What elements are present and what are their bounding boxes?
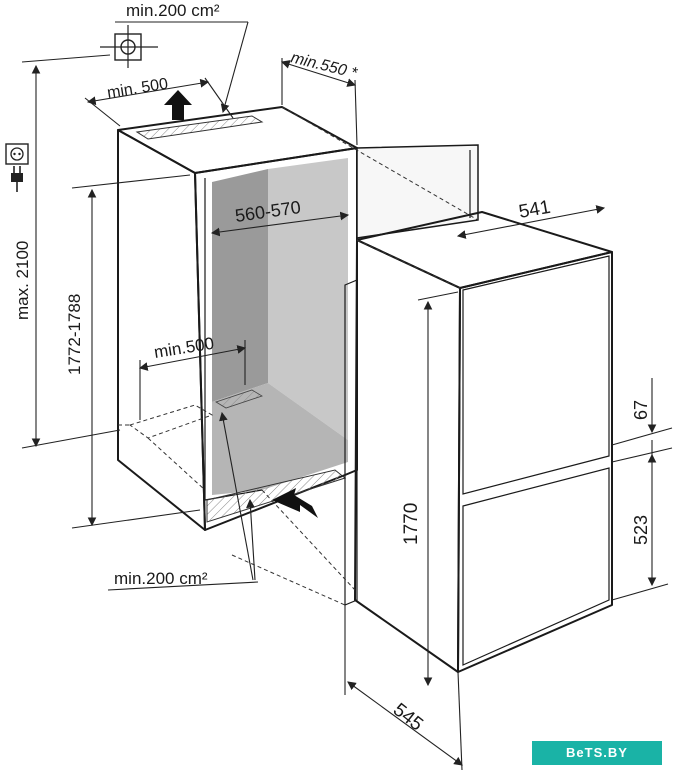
power-plug-icon [11,166,23,192]
fridge-appliance [344,211,613,673]
appliance-depth-label: 545 [389,699,427,735]
airflow-arrow-icon [272,488,318,518]
cabinet-left-face [117,129,206,531]
crosshair-socket-icon [100,25,158,68]
depth-door-label: min.550 * [289,49,359,82]
niche-cabinet [117,106,358,531]
fridge-lower-door [462,467,610,666]
fridge-upper-door [462,255,610,495]
niche-floor [212,383,348,495]
top-opening-label: min. 500 [106,76,169,102]
fridge-side [354,239,461,673]
freezer-height-label: 523 [631,515,651,545]
niche-height-label: 1772-1788 [65,294,84,375]
floor-opening-label: min.500 [153,334,216,362]
brand-watermark: BeTS.BY [532,741,662,765]
door-gap-label: 67 [631,400,651,420]
power-outlet-icon [5,143,29,165]
niche-front-frame [194,147,358,531]
top-vent-slot [135,115,264,140]
cabinet-open-door [356,144,479,239]
max-height-label: max. 2100 [13,241,32,320]
top-vent-label: min.200 cm² [126,1,220,20]
bottom-vent-label: min.200 cm² [114,569,208,588]
appliance-height-label: 1770 [401,503,422,545]
fridge-front [457,251,613,673]
floor-vent-slot [215,389,263,409]
airflow-arrow-icon [164,90,192,120]
